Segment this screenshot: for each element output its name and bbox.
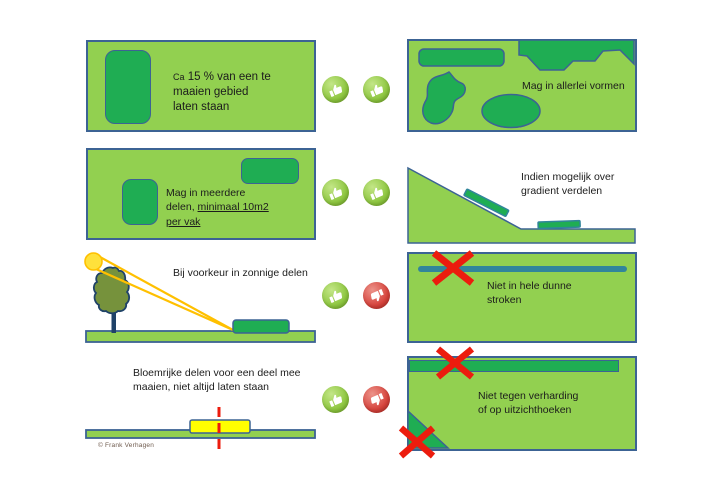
sunny-spot-graphic	[84, 252, 316, 343]
thumbs-up-icon	[363, 179, 390, 206]
caption-sunny: Bij voorkeur in zonnige delen	[173, 267, 308, 279]
field-multiple-parts	[86, 148, 316, 240]
caption-thin-strips: Niet in hele dunne stroken	[487, 280, 572, 307]
unmown-patch	[122, 179, 158, 225]
field-any-shape	[407, 39, 637, 132]
caption-ca-prefix: Ca	[173, 72, 185, 82]
thumbs-up-icon	[363, 76, 390, 103]
caption-leave-15-percent: Ca 15 % van een te maaien gebied laten s…	[173, 71, 271, 114]
caption-any-shape: Mag in allerlei vormen	[522, 80, 625, 92]
caption-hard-edge: Niet tegen verharding of op uitzichthoek…	[478, 390, 579, 417]
unmown-patch	[241, 158, 299, 184]
thumbs-down-icon	[363, 282, 390, 309]
copyright-notice: © Frank Verhagen	[98, 442, 155, 449]
cross-icon	[398, 425, 436, 459]
field-leave-15-percent	[86, 40, 316, 132]
caption-gradient: Indien mogelijk over gradient verdelen	[521, 171, 615, 198]
unmown-patch-in-sun	[232, 319, 290, 334]
unmown-patch	[105, 50, 151, 124]
thumbs-up-icon	[322, 76, 349, 103]
slope-gradient-graphic	[407, 166, 636, 244]
sun-icon	[84, 252, 103, 271]
thin-strip	[418, 266, 627, 272]
tree-icon	[92, 266, 131, 315]
thumbs-down-icon	[363, 386, 390, 413]
thumbs-up-icon	[322, 179, 349, 206]
caption-flower-rich: Bloemrijke delen voor een deel mee maaie…	[133, 367, 301, 394]
cross-icon	[435, 346, 475, 380]
caption-multiple-parts: Mag in meerdere delen, minimaal 10m2 per…	[166, 187, 269, 228]
thumbs-up-icon	[322, 282, 349, 309]
flower-patch-graphic	[85, 407, 316, 453]
thumbs-up-icon	[322, 386, 349, 413]
cross-icon	[431, 250, 475, 286]
patch-shapes-graphic	[418, 39, 635, 129]
field-thin-strip	[407, 252, 637, 343]
